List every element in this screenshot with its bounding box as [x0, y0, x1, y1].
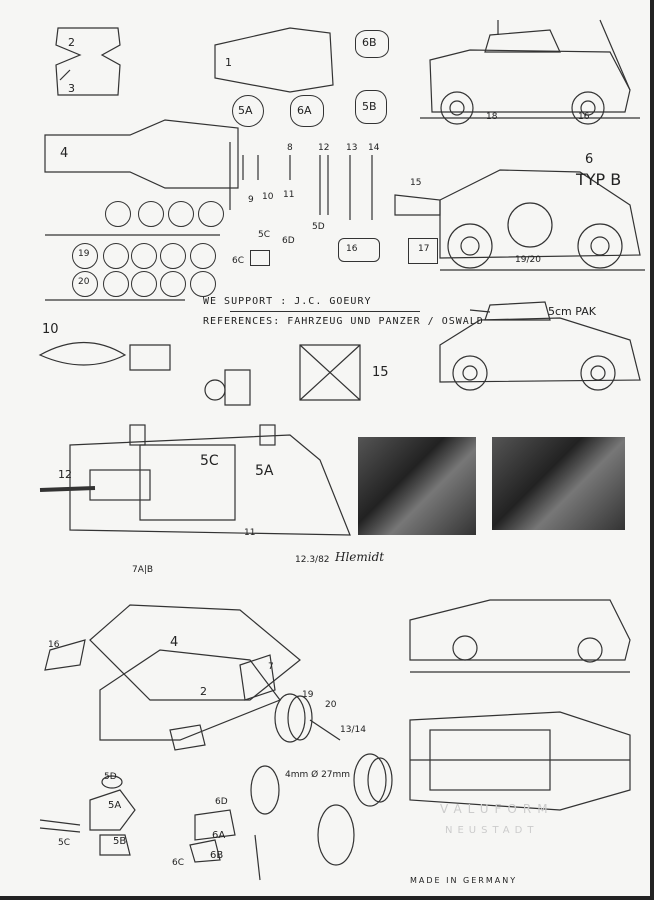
part-label: 5A: [108, 800, 122, 811]
vehicle-typ-b-view: [439, 169, 645, 271]
part-5b-shape: [355, 90, 387, 124]
part-label: 7A|B: [132, 565, 154, 575]
part-label: 19: [302, 690, 314, 700]
part-label: 1: [225, 56, 232, 69]
scan-edge-right: [650, 0, 654, 900]
vehicle-5cm-pak-view: [439, 301, 641, 391]
part-label: 2: [200, 685, 207, 698]
part-17-shape: [408, 238, 438, 264]
part-label: 13/14: [340, 725, 366, 735]
part-15-outline: [394, 194, 441, 216]
part-label: 4: [170, 635, 179, 650]
part-label: 5C: [258, 230, 271, 240]
part-label: 6C: [172, 858, 185, 868]
part-4-outline: [44, 119, 239, 189]
part-label: 3: [68, 82, 75, 95]
wheel-parts-drawing: [250, 693, 393, 881]
faded-brand: VALUFORM: [440, 802, 554, 816]
part-10-outline: [38, 341, 127, 366]
part-label: 5A: [255, 463, 274, 479]
part-label: 11: [283, 190, 295, 200]
part-label: 17: [418, 244, 430, 254]
part-1-outline: [214, 27, 334, 93]
made-in-label: MADE IN GERMANY: [410, 876, 518, 885]
reference-photo-2: [492, 437, 625, 530]
part-label: 20: [325, 700, 337, 710]
references-credit: REFERENCES: FAHRZEUG UND PANZER / OSWALD: [203, 316, 484, 327]
underline: [230, 311, 420, 312]
part-label: 9: [248, 195, 254, 205]
part-label: 10: [42, 322, 59, 337]
part-label: 6A: [297, 104, 312, 117]
part-label: 18: [486, 112, 498, 122]
part-label: 5D: [312, 222, 325, 232]
part-16-shape: [338, 238, 380, 262]
part-label: 4: [60, 146, 69, 161]
part-label: 14: [368, 143, 380, 153]
part-label: 11: [244, 528, 256, 538]
part-2-3-outline: [55, 27, 121, 96]
vehicle-side-view-lower: [409, 599, 631, 673]
part-label: 5C: [58, 838, 71, 848]
part-label: 6B: [210, 850, 224, 861]
typ-b-label: TYP B: [576, 170, 622, 189]
part-label: 12: [318, 143, 330, 153]
part-label: 15: [410, 178, 422, 188]
part-label: 6D: [215, 797, 228, 807]
part-label: 6D: [282, 236, 295, 246]
vehicle-side-view-top: [420, 19, 640, 125]
part-label: 5A: [238, 104, 253, 117]
part-label: 5C: [200, 453, 219, 469]
signature: Hlemidt: [335, 550, 385, 564]
part-label: 16: [578, 112, 590, 122]
part-label: 5D: [104, 772, 117, 782]
part-label: 7: [268, 662, 274, 672]
reference-photo-1: [358, 437, 476, 535]
part-6b-shape: [355, 30, 389, 58]
part-label: 6: [585, 152, 594, 167]
hull-exploded-drawing: [44, 604, 301, 751]
part-label: 19/20: [515, 255, 541, 265]
part-label: 5B: [362, 100, 377, 113]
turret-assembly-drawing: [39, 424, 351, 536]
part-label: 8: [287, 143, 293, 153]
part-label: 2: [68, 36, 75, 49]
part-label: 10: [262, 192, 274, 202]
part-label: 20: [78, 277, 90, 287]
part-label: 15: [372, 365, 389, 380]
faded-city: NEUSTADT: [445, 825, 539, 836]
part-label: 6C: [232, 256, 245, 266]
small-rod-parts: [242, 155, 373, 220]
part-label: 13: [346, 143, 358, 153]
part-6c-shape: [250, 250, 270, 266]
5cm-pak-label: 5cm PAK: [548, 305, 596, 318]
wheel-dimension-label: 4mm Ø 27mm: [285, 770, 351, 780]
part-label: 6B: [362, 36, 377, 49]
chassis-plan-view: [409, 711, 631, 811]
scan-edge-bottom: [0, 896, 654, 900]
part-label: 12: [58, 468, 72, 481]
part-5a-shape: [232, 95, 264, 127]
bottom-small-parts: [39, 775, 236, 863]
part-label: 5B: [113, 836, 127, 847]
date-note: 12.3/82: [295, 555, 330, 565]
part-label: 16: [346, 244, 358, 254]
part-6a-shape: [290, 95, 324, 127]
support-credit: WE SUPPORT : J.C. GOEURY: [203, 296, 372, 307]
part-label: 16: [48, 640, 60, 650]
part-label: 19: [78, 249, 90, 259]
part-label: 6A: [212, 830, 226, 841]
